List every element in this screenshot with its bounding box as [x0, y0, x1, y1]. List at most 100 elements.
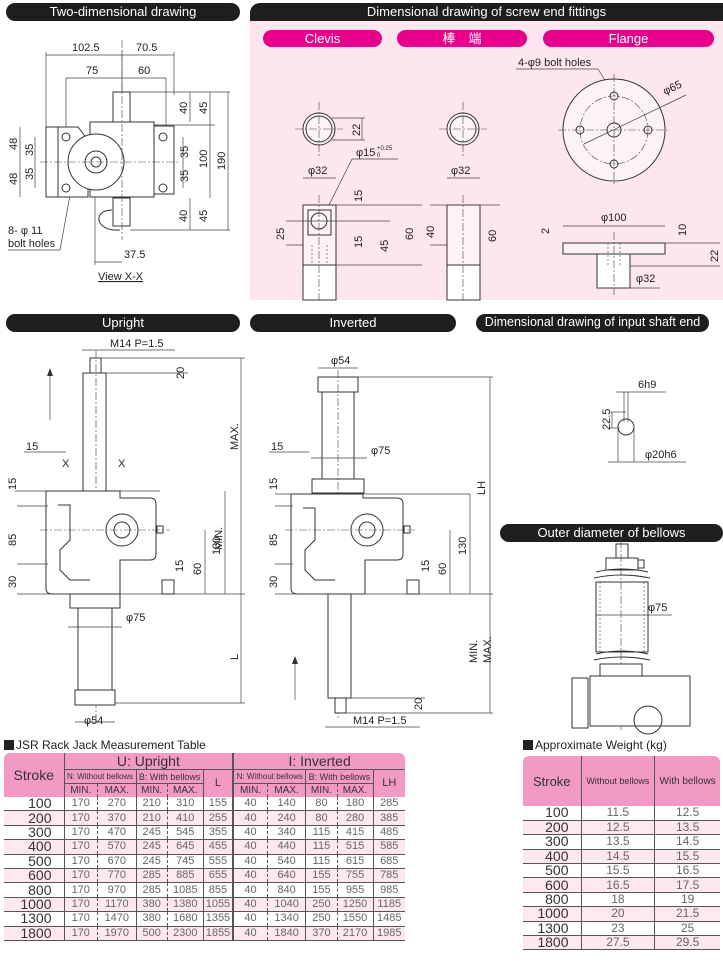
- value-cell: 500: [135, 926, 168, 941]
- col-stroke: Stroke: [4, 753, 64, 797]
- stroke-cell: 100: [4, 796, 65, 812]
- stroke-cell: 400: [4, 839, 65, 855]
- value-cell: 40: [232, 882, 268, 898]
- svg-text:15: 15: [7, 478, 19, 490]
- col-min: MIN.: [305, 783, 338, 797]
- col-stroke: Stroke: [523, 756, 581, 806]
- measurement-table: Stroke U: Upright I: Inverted N: Without…: [4, 753, 405, 941]
- weight-cell: 27.5: [580, 935, 655, 951]
- col-inverted: I: Inverted: [232, 753, 405, 770]
- svg-text:φ20h6: φ20h6: [645, 449, 677, 461]
- value-cell: 455: [202, 839, 234, 855]
- svg-text:φ54: φ54: [331, 355, 350, 367]
- header-screw-end-fittings: Dimensional drawing of screw end fitting…: [250, 3, 723, 21]
- svg-text:20: 20: [413, 698, 425, 710]
- svg-text:φ100: φ100: [601, 212, 627, 224]
- value-cell: 240: [266, 810, 306, 826]
- value-cell: 245: [135, 825, 168, 841]
- value-cell: 540: [266, 854, 306, 869]
- header-two-dimensional-drawing: Two-dimensional drawing: [6, 3, 240, 21]
- svg-text:φ32: φ32: [308, 165, 327, 177]
- two-dimensional-drawing: 102.5 70.5 75 60 40 45 190 100 35 35 48 …: [8, 40, 230, 283]
- value-cell: 40: [232, 926, 268, 941]
- svg-text:φ32: φ32: [636, 273, 655, 285]
- value-cell: 380: [135, 911, 168, 927]
- svg-text:X: X: [62, 458, 70, 470]
- svg-text:4-φ9 bolt holes: 4-φ9 bolt holes: [518, 57, 592, 69]
- weight-cell: 17.5: [654, 877, 720, 893]
- value-cell: 170: [63, 854, 98, 869]
- svg-text:bolt holes: bolt holes: [8, 238, 56, 250]
- svg-text:30: 30: [268, 576, 280, 588]
- svg-text:M14 P=1.5: M14 P=1.5: [353, 715, 407, 727]
- svg-text:85: 85: [7, 534, 19, 546]
- weight-cell: 15.5: [580, 863, 655, 879]
- value-cell: 310: [166, 796, 204, 812]
- stroke-cell: 500: [4, 854, 65, 869]
- col-L: L: [202, 769, 234, 797]
- value-cell: 40: [232, 825, 268, 841]
- svg-text:+0.25: +0.25: [377, 146, 393, 152]
- value-cell: 615: [336, 854, 373, 869]
- svg-text:22.5: 22.5: [601, 409, 613, 430]
- svg-text:60: 60: [138, 65, 150, 77]
- value-cell: 250: [305, 897, 338, 913]
- value-cell: 170: [63, 839, 98, 855]
- value-cell: 655: [202, 868, 234, 884]
- svg-text:40: 40: [178, 210, 190, 222]
- value-cell: 1855: [202, 926, 234, 941]
- value-cell: 585: [372, 839, 405, 855]
- svg-text:15: 15: [174, 560, 186, 572]
- value-cell: 155: [202, 796, 234, 812]
- stroke-cell: 300: [4, 825, 65, 841]
- stroke-cell: 800: [523, 892, 582, 908]
- value-cell: 170: [63, 911, 98, 927]
- value-cell: 40: [232, 854, 268, 869]
- value-cell: 170: [63, 825, 98, 841]
- dimension-text: 102.5 70.5 75 60 40 45 190 100 35 35 48 …: [8, 42, 228, 283]
- svg-text:M14 P=1.5: M14 P=1.5: [110, 338, 164, 350]
- value-cell: 1340: [266, 911, 306, 927]
- value-cell: 285: [135, 882, 168, 898]
- value-cell: 855: [202, 882, 234, 898]
- value-cell: 245: [135, 854, 168, 869]
- value-cell: 570: [97, 839, 137, 855]
- value-cell: 255: [202, 810, 234, 826]
- input-shaft-drawing: 6h9 22.5 φ20h6: [601, 379, 686, 463]
- col-min: MIN.: [232, 783, 268, 797]
- value-cell: 415: [336, 825, 373, 841]
- value-cell: 270: [97, 796, 137, 812]
- svg-text:L: L: [229, 654, 241, 660]
- value-cell: 1055: [202, 897, 234, 913]
- value-cell: 2300: [166, 926, 204, 941]
- value-cell: 840: [266, 882, 306, 898]
- stroke-cell: 400: [523, 849, 582, 865]
- svg-text:37.5: 37.5: [124, 249, 145, 261]
- value-cell: 170: [63, 868, 98, 884]
- value-cell: 410: [166, 810, 204, 826]
- svg-text:φ32: φ32: [451, 165, 470, 177]
- svg-text:130: 130: [211, 537, 223, 555]
- weight-cell: 19: [654, 892, 720, 908]
- svg-text:MIN.: MIN.: [213, 527, 225, 550]
- svg-text:8- φ 11: 8- φ 11: [8, 225, 42, 237]
- value-cell: 1680: [166, 911, 204, 927]
- value-cell: 1185: [372, 897, 405, 913]
- col-LH: LH: [372, 769, 405, 797]
- stroke-cell: 600: [4, 868, 65, 884]
- value-cell: 955: [336, 882, 373, 898]
- svg-text:22: 22: [709, 250, 721, 262]
- value-cell: 115: [305, 825, 338, 841]
- weight-cell: 16.5: [580, 877, 655, 893]
- value-cell: 380: [135, 897, 168, 913]
- svg-text:60: 60: [404, 228, 416, 240]
- value-cell: 970: [97, 882, 137, 898]
- value-cell: 155: [305, 882, 338, 898]
- weight-cell: 16.5: [654, 863, 720, 879]
